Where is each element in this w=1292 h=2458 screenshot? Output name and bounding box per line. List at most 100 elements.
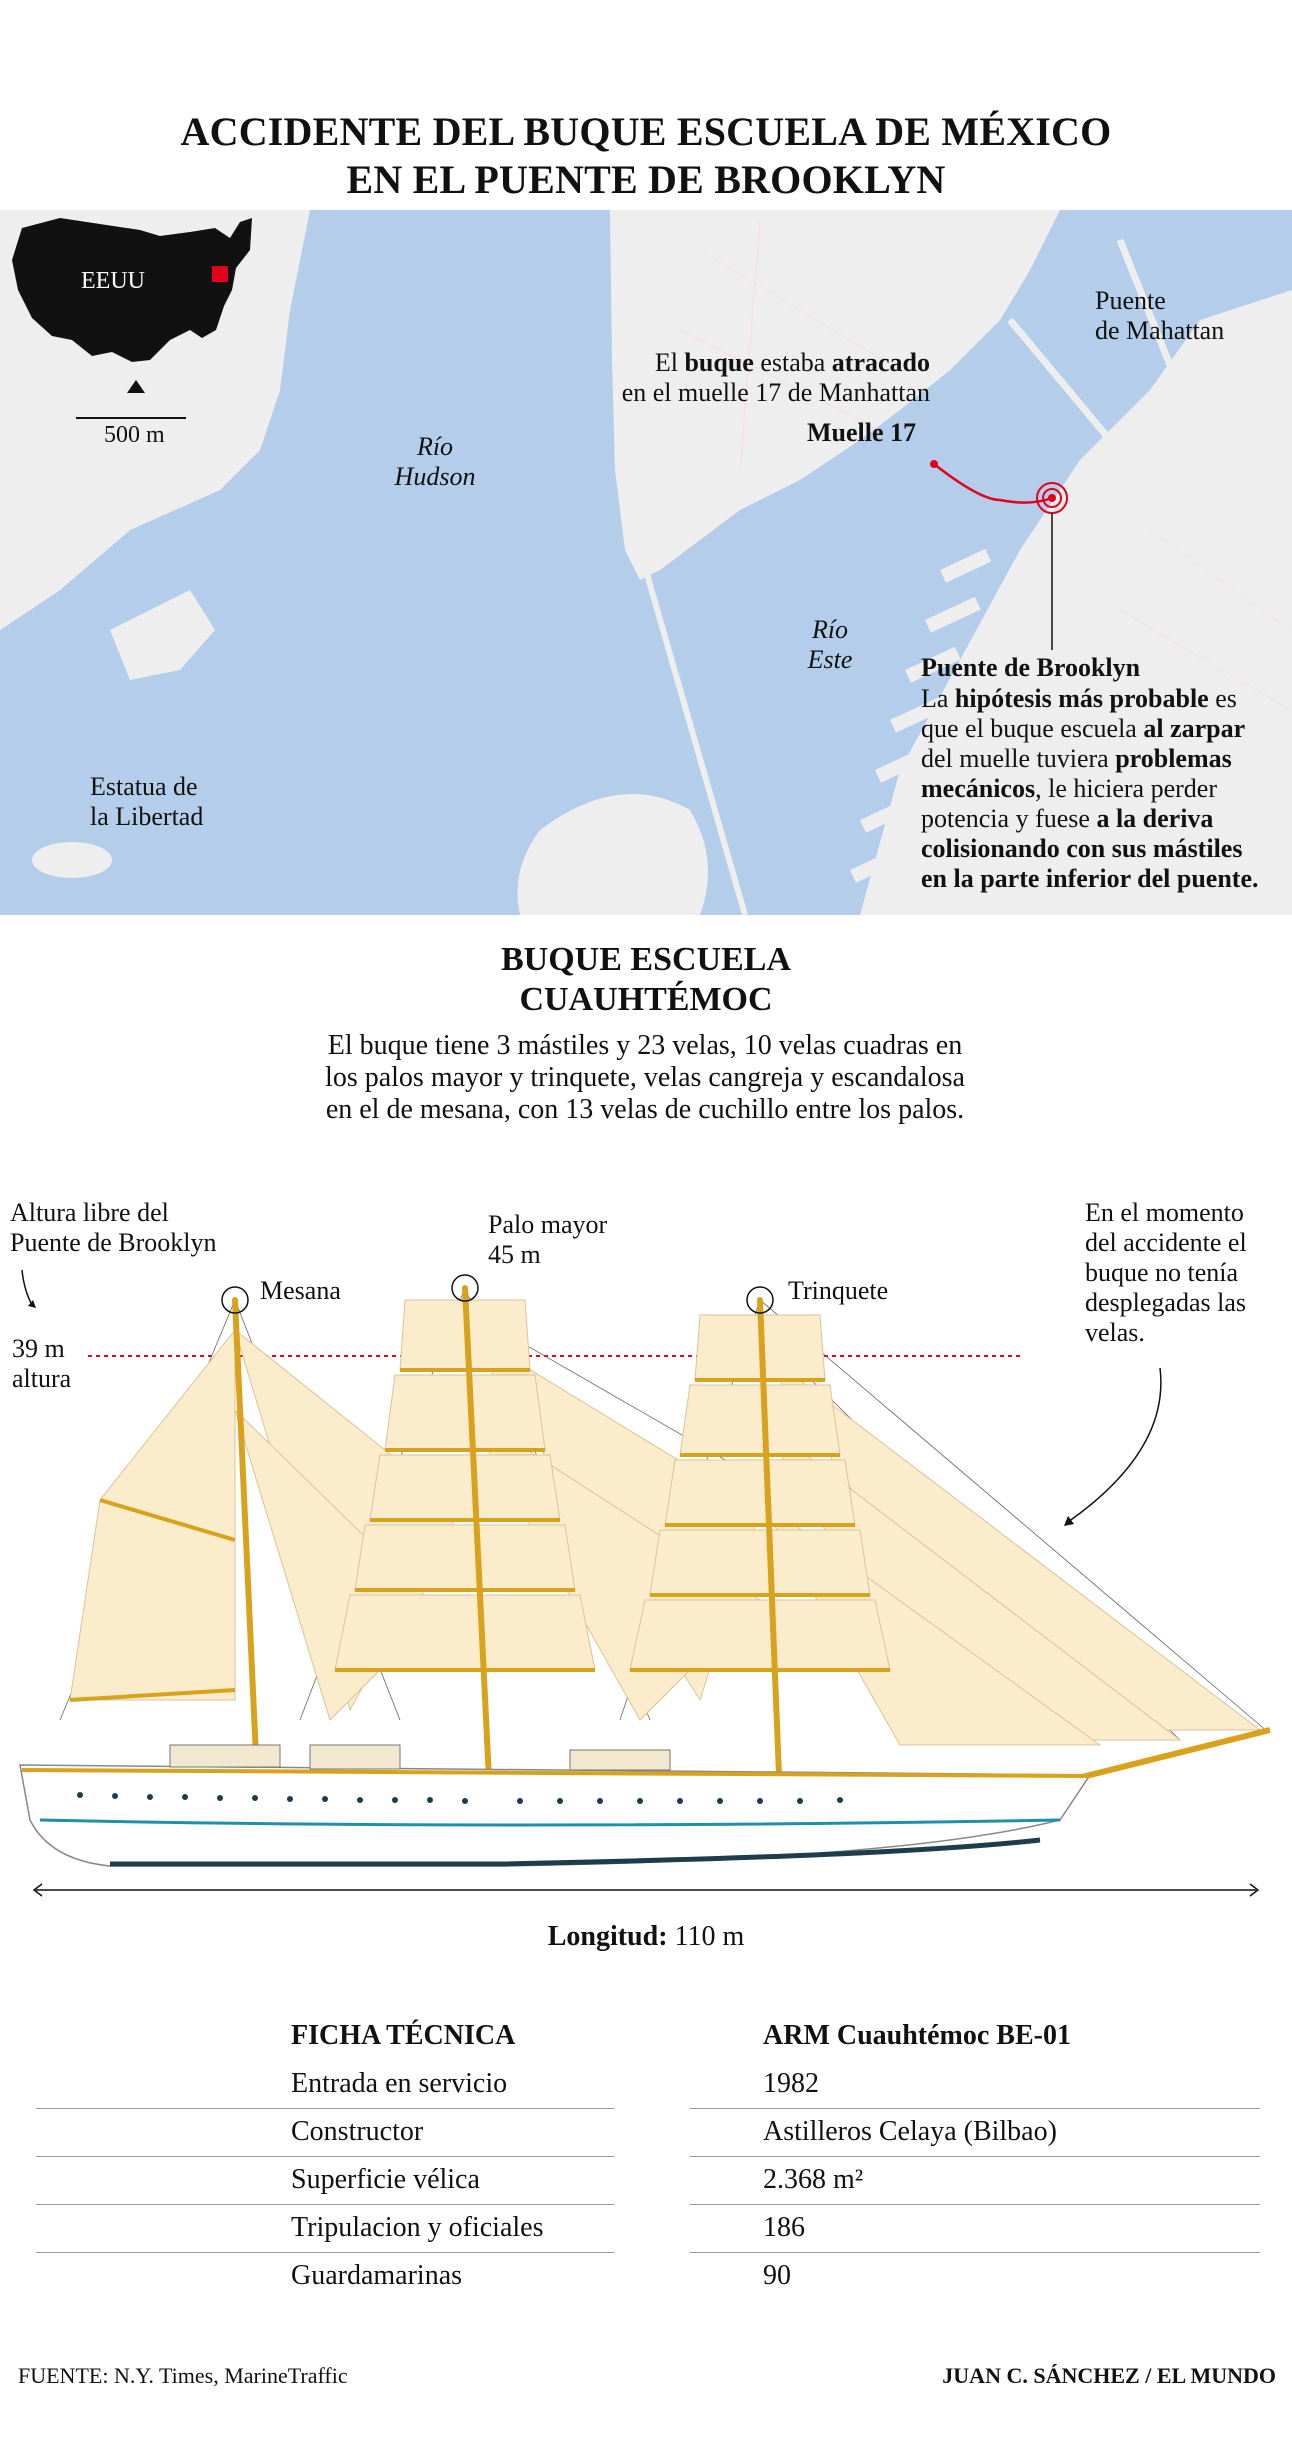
buque-note-pre: El: [654, 348, 685, 377]
spec-header-right: ARM Cuauhtémoc BE-01: [763, 2020, 1071, 2051]
row-divider: [690, 2204, 1260, 2205]
spec-label: Superficie vélica: [291, 2164, 480, 2195]
inset-label-eeuu: EEUU: [81, 268, 145, 294]
label-rio-hudson: Río Hudson: [385, 432, 485, 492]
hyp-l5a: potencia y fuese: [921, 804, 1097, 833]
length-arrow: [32, 1883, 1260, 1897]
map-illustration: [0, 210, 1292, 916]
rio-este-line-2: Este: [807, 645, 853, 674]
spec-header-row: FICHA TÉCNICA ARM Cuauhtémoc BE-01: [36, 2012, 1260, 2060]
page-title: ACCIDENTE DEL BUQUE ESCUELA DE MÉXICO EN…: [0, 108, 1292, 204]
palo-mayor-line-2: 45 m: [488, 1240, 541, 1269]
ship-intro-line-1: El buque tiene 3 mástiles y 23 velas, 10…: [327, 1030, 963, 1061]
row-divider: [36, 2108, 614, 2109]
hyp-l2b: al zarpar: [1143, 714, 1246, 743]
hyp-l4b: , le hiciera perder: [1035, 774, 1217, 803]
hyp-l4a: mecánicos: [921, 774, 1036, 803]
length-label: Longitud: 110 m: [0, 1922, 1292, 1952]
ship-drawing: [19, 1269, 1271, 1867]
momento-line-5: velas.: [1085, 1318, 1145, 1347]
rio-hudson-line-2: Hudson: [394, 462, 476, 491]
table-row: Superficie vélica 2.368 m²: [36, 2156, 1260, 2204]
spec-value: 1982: [763, 2068, 819, 2099]
table-row: Constructor Astilleros Celaya (Bilbao): [36, 2108, 1260, 2156]
row-divider: [690, 2108, 1260, 2109]
altura-line-2: Puente de Brooklyn: [10, 1228, 217, 1257]
spec-label: Constructor: [291, 2116, 424, 2147]
spec-value: Astilleros Celaya (Bilbao): [763, 2116, 1057, 2147]
ship-intro-line-3: en el de mesana, con 13 velas de cuchill…: [325, 1094, 965, 1125]
page-title-line-1: ACCIDENTE DEL BUQUE ESCUELA DE MÉXICO: [180, 109, 1112, 154]
hyp-l2a: que el buque escuela: [921, 714, 1144, 743]
buque-note: El buque estaba atracado en el muelle 17…: [540, 348, 930, 408]
label-puente-mahattan: Puente de Mahattan: [1095, 286, 1224, 346]
altura-val-line-1: 39 m: [12, 1334, 65, 1363]
buque-note-bold-2: atracado: [831, 348, 930, 377]
spec-header-left: FICHA TÉCNICA: [291, 2020, 516, 2051]
label-puente-brooklyn: Puente de Brooklyn: [921, 653, 1141, 682]
label-trinquete: Trinquete: [788, 1276, 889, 1305]
hyp-l5b: a la deriva: [1096, 804, 1214, 833]
estatua-line-2: la Libertad: [90, 802, 204, 831]
hyp-l1a: La: [921, 684, 955, 713]
ship-title-line-2: CUAUHTÉMOC: [519, 981, 773, 1018]
row-divider: [690, 2252, 1260, 2253]
altura-line-1: Altura libre del: [10, 1198, 169, 1227]
ship-intro: El buque tiene 3 mástiles y 23 velas, 10…: [230, 1030, 1060, 1126]
spec-value: 186: [763, 2212, 805, 2243]
hypothesis-text: La hipótesis más probable es que el buqu…: [921, 684, 1291, 894]
buque-note-bold-1: buque: [684, 348, 754, 377]
spec-label: Tripulacion y oficiales: [291, 2212, 544, 2243]
label-altura-39m: 39 m altura: [12, 1334, 71, 1394]
label-momento-accidente: En el momento del accidente el buque no …: [1085, 1198, 1247, 1348]
label-rio-este: Río Este: [780, 615, 880, 675]
ship-title-line-1: BUQUE ESCUELA: [500, 941, 791, 978]
hyp-l1c: es: [1208, 684, 1237, 713]
row-divider: [36, 2204, 614, 2205]
hyp-l3b: problemas: [1115, 744, 1232, 773]
footer-source: FUENTE: N.Y. Times, MarineTraffic: [18, 2363, 348, 2388]
row-divider: [36, 2156, 614, 2157]
rio-este-line-1: Río: [811, 615, 849, 644]
hyp-l6: colisionando con sus mástiles: [921, 834, 1243, 863]
buque-note-line-2: en el muelle 17 de Manhattan: [621, 378, 930, 407]
momento-line-3: buque no tenía: [1085, 1258, 1239, 1287]
length-label-value: 110 m: [667, 1921, 745, 1952]
puente-mah-line-1: Puente: [1095, 286, 1166, 315]
spec-table: FICHA TÉCNICA ARM Cuauhtémoc BE-01 Entra…: [0, 2012, 1292, 2312]
label-mesana: Mesana: [260, 1276, 341, 1305]
spec-value: 90: [763, 2260, 791, 2291]
ship-illustration: [0, 1180, 1292, 1880]
label-palo-mayor: Palo mayor 45 m: [488, 1210, 607, 1270]
spec-label: Entrada en servicio: [291, 2068, 508, 2099]
row-divider: [36, 2252, 614, 2253]
palo-mayor-line-1: Palo mayor: [488, 1210, 608, 1239]
hyp-l3a: del muelle tuviera: [921, 744, 1116, 773]
label-muelle-17: Muelle 17: [807, 418, 917, 447]
momento-line-1: En el momento: [1085, 1198, 1244, 1227]
momento-line-2: del accidente el: [1085, 1228, 1247, 1257]
page-title-line-2: EN EL PUENTE DE BROOKLYN: [346, 157, 946, 202]
puente-mah-line-2: de Mahattan: [1095, 316, 1225, 345]
footer-credit: JUAN C. SÁNCHEZ / EL MUNDO: [942, 2363, 1276, 2388]
ship-intro-line-2: los palos mayor y trinquete, velas cangr…: [325, 1062, 965, 1093]
buque-note-mid: estaba: [753, 348, 832, 377]
table-row: Tripulacion y oficiales 186: [36, 2204, 1260, 2252]
altura-val-line-2: altura: [12, 1364, 72, 1393]
scale-label: 500 m: [104, 422, 165, 448]
spec-label: Guardamarinas: [291, 2260, 463, 2291]
table-row: Guardamarinas 90: [36, 2252, 1260, 2300]
label-altura-libre: Altura libre del Puente de Brooklyn: [10, 1198, 217, 1258]
ship-section-title: BUQUE ESCUELA CUAUHTÉMOC: [0, 940, 1292, 1020]
map-brooklyn: EEUU 500 m Río Hudson Río Este Puente de…: [0, 210, 1292, 916]
rio-hudson-line-1: Río: [416, 432, 454, 461]
length-label-key: Longitud:: [547, 1921, 668, 1952]
row-divider: [690, 2156, 1260, 2157]
hyp-l7: en la parte inferior del puente.: [921, 864, 1259, 893]
estatua-line-1: Estatua de: [90, 772, 198, 801]
hyp-l1b: hipótesis más probable: [954, 684, 1209, 713]
table-row: Entrada en servicio 1982: [36, 2060, 1260, 2108]
momento-line-4: desplegadas las: [1085, 1288, 1247, 1317]
label-estatua-libertad: Estatua de la Libertad: [90, 772, 203, 832]
spec-value: 2.368 m²: [763, 2164, 864, 2195]
